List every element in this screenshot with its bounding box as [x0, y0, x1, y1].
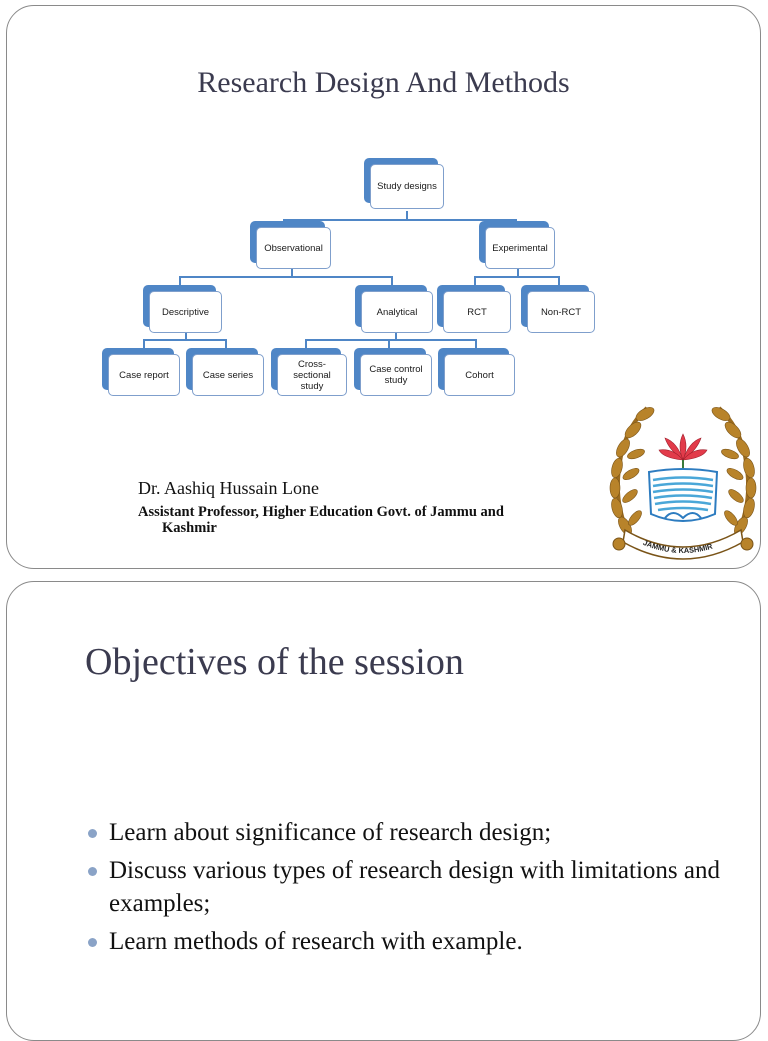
- connector-line: [388, 339, 390, 349]
- connector-line: [143, 339, 145, 349]
- connector-line: [558, 276, 560, 287]
- connector-line: [305, 339, 477, 341]
- list-item-text: Learn methods of research with example.: [109, 928, 523, 955]
- author-name: Dr. Aashiq Hussain Lone: [138, 478, 319, 499]
- connector-line: [283, 219, 516, 221]
- author-affiliation: Assistant Professor, Higher Education Go…: [138, 504, 588, 536]
- jammu-kashmir-emblem-icon: JAMMU & KASHMIR: [603, 396, 761, 566]
- connector-line: [179, 276, 393, 278]
- bullet-icon: [88, 867, 97, 876]
- affiliation-line-2: Kashmir: [138, 520, 588, 536]
- connector-line: [475, 339, 477, 349]
- connector-line: [474, 276, 560, 278]
- affiliation-line-1: Assistant Professor, Higher Education Go…: [138, 504, 504, 520]
- node-observational: Observational: [256, 227, 331, 269]
- node-study-designs: Study designs: [370, 164, 444, 209]
- node-case-report: Case report: [108, 354, 180, 396]
- node-analytical: Analytical: [361, 291, 433, 333]
- node-cohort: Cohort: [444, 354, 515, 396]
- title-slide: Research Design And Methods Study design…: [6, 5, 761, 569]
- node-case-control: Case control study: [360, 354, 432, 396]
- node-rct: RCT: [443, 291, 511, 333]
- bullet-icon: [88, 829, 97, 838]
- slide-title: Objectives of the session: [85, 640, 464, 684]
- node-case-series: Case series: [192, 354, 264, 396]
- node-experimental: Experimental: [485, 227, 555, 269]
- list-item: Learn methods of research with example.: [85, 925, 725, 958]
- node-non-rct: Non-RCT: [527, 291, 595, 333]
- connector-line: [225, 339, 227, 349]
- connector-line: [305, 339, 307, 349]
- objectives-list: Learn about significance of research des…: [85, 816, 725, 963]
- bullet-icon: [88, 938, 97, 947]
- objectives-slide: Objectives of the session Learn about si…: [6, 581, 761, 1041]
- connector-line: [143, 339, 227, 341]
- connector-line: [474, 276, 476, 287]
- node-cross-sectional: Cross-sectional study: [277, 354, 347, 396]
- list-item: Learn about significance of research des…: [85, 816, 725, 849]
- node-descriptive: Descriptive: [149, 291, 222, 333]
- list-item-text: Learn about significance of research des…: [109, 819, 551, 846]
- list-item: Discuss various types of research design…: [85, 854, 725, 920]
- list-item-text: Discuss various types of research design…: [109, 857, 720, 917]
